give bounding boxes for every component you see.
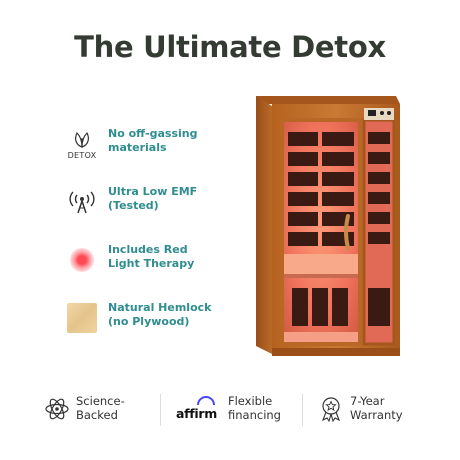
bottom-item-text: Science- Backed bbox=[76, 394, 125, 422]
divider bbox=[302, 394, 303, 426]
bottom-item-science: Science- Backed bbox=[44, 392, 154, 428]
affirm-logo: affirm bbox=[176, 406, 217, 421]
atom-icon bbox=[45, 398, 69, 420]
divider bbox=[160, 394, 161, 426]
feature-text: Ultra Low EMF (Tested) bbox=[108, 185, 198, 212]
detox-caption: DETOX bbox=[67, 150, 97, 160]
feature-text: Natural Hemlock (no Plywood) bbox=[108, 301, 212, 328]
feature-detox: DETOX No off-gassing materials bbox=[62, 124, 222, 164]
detox-leaves-icon: DETOX bbox=[62, 124, 102, 164]
feature-red-light: Includes Red Light Therapy bbox=[62, 240, 222, 280]
bottom-item-text: 7-Year Warranty bbox=[350, 394, 403, 422]
bottom-item-text: Flexible financing bbox=[228, 394, 281, 422]
feature-text: No off-gassing materials bbox=[108, 127, 198, 154]
bottom-item-warranty: 7-Year Warranty bbox=[318, 392, 428, 428]
bottom-bar: Science- Backed affirm Flexible financin… bbox=[0, 384, 460, 436]
feature-text: Includes Red Light Therapy bbox=[108, 243, 195, 270]
bottom-item-financing: affirm Flexible financing bbox=[176, 392, 296, 428]
hemlock-wood-icon bbox=[62, 298, 102, 338]
page-title: The Ultimate Detox bbox=[74, 30, 386, 64]
feature-emf: Ultra Low EMF (Tested) bbox=[62, 182, 222, 222]
feature-hemlock: Natural Hemlock (no Plywood) bbox=[62, 298, 222, 338]
red-light-icon bbox=[62, 240, 102, 280]
affirm-arc-icon bbox=[197, 396, 215, 406]
emf-antenna-icon bbox=[62, 182, 102, 222]
infrared-sauna-image bbox=[252, 92, 402, 360]
award-badge-icon bbox=[321, 397, 341, 422]
